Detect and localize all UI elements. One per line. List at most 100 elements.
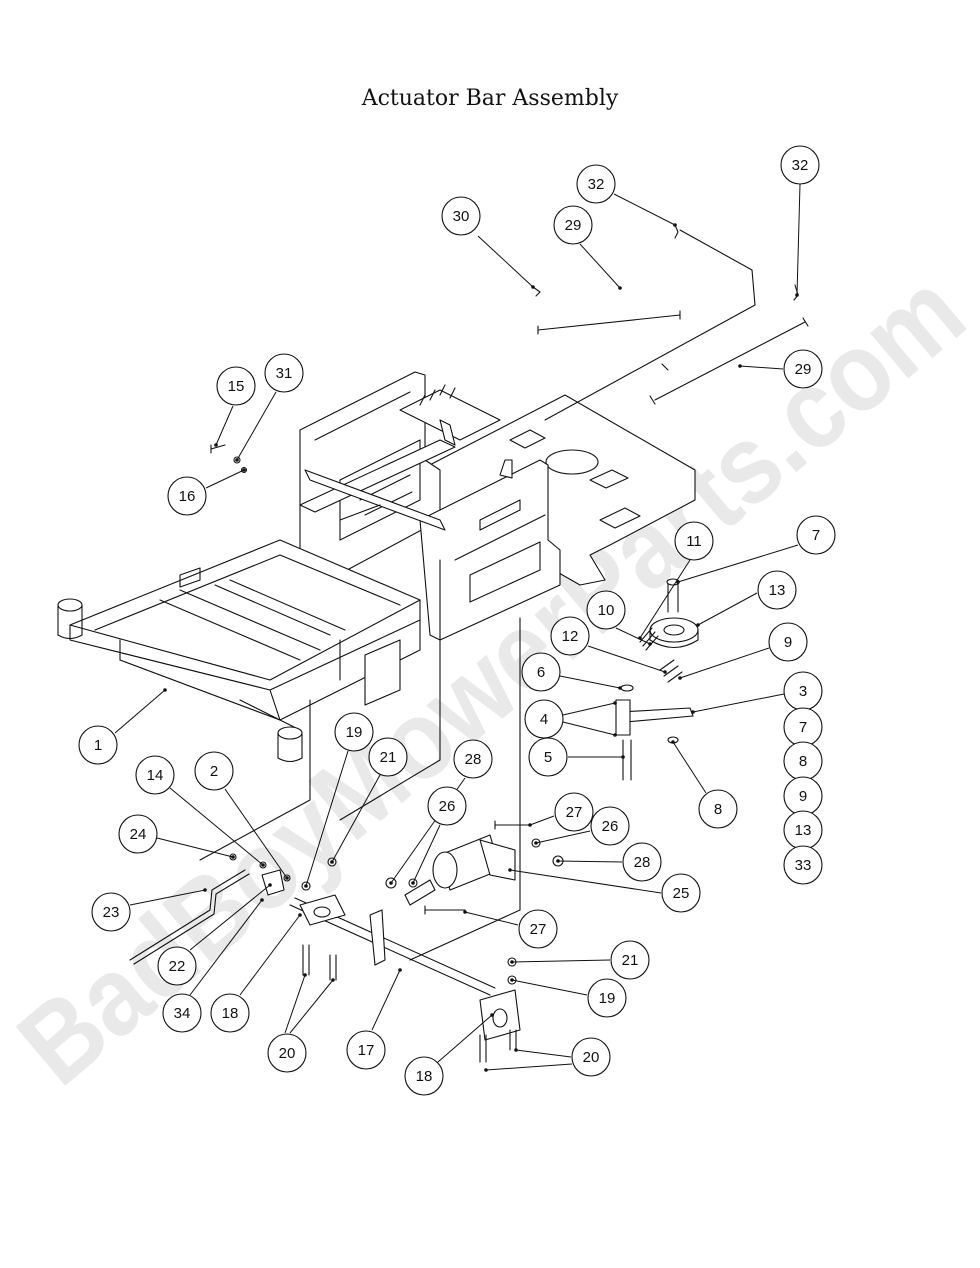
callout-c20a: 20 (267, 1033, 307, 1073)
leader-arrow-c7a (676, 580, 680, 584)
leader-arrow-c4 (613, 733, 617, 737)
callout-c29a: 29 (553, 205, 593, 245)
leader-line-c16 (205, 469, 245, 489)
callout-circle (91, 892, 131, 932)
callout-c24: 24 (118, 814, 158, 854)
diagram-title: Actuator Bar Assembly (361, 86, 619, 111)
callout-label: 18 (222, 1005, 239, 1022)
leader-arrow-c32a (673, 223, 677, 227)
leader-arrow-c18b (490, 1013, 494, 1017)
callout-label: 19 (599, 990, 616, 1007)
callout-circle (590, 806, 630, 846)
callout-c26b: 26 (590, 806, 630, 846)
callout-label: 29 (795, 361, 812, 378)
callout-label: 27 (566, 804, 583, 821)
bearing-flange-right (479, 989, 521, 1041)
leader-line-c9a (679, 647, 770, 679)
bolt-20-right-b (509, 1029, 517, 1051)
rod-lower (649, 317, 809, 405)
leader-arrow-c20a (303, 973, 307, 977)
linkage-rod (129, 869, 250, 965)
leader-line-c18a (239, 914, 301, 996)
callout-c18a: 18 (210, 993, 250, 1033)
callout-label: 11 (686, 533, 702, 550)
leader-line-c26a (412, 824, 441, 884)
callout-label: 30 (453, 208, 470, 225)
callout-c9a: 9 (768, 622, 808, 662)
callout-circle (521, 652, 561, 692)
callout-c31: 31 (264, 353, 304, 393)
callout-circle (157, 946, 197, 986)
pulley-bolt (666, 578, 680, 613)
leader-arrow-c4 (613, 701, 617, 705)
callout-circle (550, 616, 590, 656)
leader-line-c19a (305, 750, 349, 887)
callout-c28a: 28 (453, 739, 493, 779)
leader-line-c29b (739, 365, 784, 370)
callout-circle (698, 789, 738, 829)
callout-circle (453, 739, 493, 779)
callout-circle (427, 786, 467, 826)
leader-line-c1 (114, 689, 166, 734)
callout-label: 31 (276, 365, 293, 382)
leader-arrow-c31 (235, 458, 239, 462)
callout-circle (368, 737, 408, 777)
clevis-pin-27-upper (494, 820, 531, 830)
callout-circle (267, 1033, 307, 1073)
leader-arrow-c14 (261, 863, 265, 867)
leader-arrow-c19a (304, 884, 308, 888)
callout-label: 28 (465, 751, 482, 768)
callout-circle (768, 622, 808, 662)
callout-label: 25 (673, 885, 690, 902)
leader-arrow-c1 (163, 688, 167, 692)
leader-line-c31 (236, 391, 277, 461)
callout-c19b: 19 (587, 978, 627, 1018)
callout-label: 16 (179, 488, 196, 505)
leader-arrow-c21b (510, 960, 514, 964)
washer-6 (620, 684, 634, 692)
callout-c29b: 29 (783, 349, 823, 389)
callout-c6: 6 (521, 652, 561, 692)
callout-label: 9 (784, 634, 792, 651)
washer-14 (259, 861, 267, 869)
leader-line-c7a (677, 544, 799, 583)
callout-circle (757, 570, 797, 610)
callout-c25: 25 (661, 873, 701, 913)
actuator-guide-line-left (199, 699, 311, 861)
clip-30 (532, 286, 541, 297)
assembly-guide-line (544, 229, 756, 421)
leader-line-c21a (331, 774, 381, 863)
callout-c7b: 7 (783, 707, 823, 747)
control-console (399, 384, 513, 479)
leader-line-c20b (485, 1063, 573, 1071)
leader-line-c19b (511, 979, 588, 996)
electric-actuator (404, 834, 516, 906)
callout-circle (554, 792, 594, 832)
callout-c30: 30 (441, 196, 481, 236)
callout-c1: 1 (78, 725, 118, 765)
leader-line-c4 (562, 702, 616, 716)
callout-c8b: 8 (698, 789, 738, 829)
bolt-20-right-a (479, 1034, 487, 1063)
callout-c11: 11 (674, 521, 714, 561)
nut-2 (283, 874, 291, 882)
callout-label: 9 (799, 788, 807, 805)
leader-lines (114, 183, 801, 1072)
spring-12 (659, 659, 683, 683)
leader-arrow-c3 (691, 710, 695, 714)
callout-label: 28 (634, 854, 651, 871)
callout-label: 14 (147, 767, 164, 784)
leader-arrow-c34 (260, 898, 264, 902)
clip-26-left (408, 878, 418, 888)
leader-line-c14 (169, 787, 264, 866)
leader-arrow-c18a (298, 913, 302, 917)
frame-cross-bars (299, 439, 456, 531)
callout-c12: 12 (550, 616, 590, 656)
leader-line-c21b (511, 959, 611, 963)
spring-11 (639, 627, 659, 651)
callout-circle (553, 205, 593, 245)
callout-circle (622, 842, 662, 882)
callout-circle (674, 521, 714, 561)
callout-c19a: 19 (334, 712, 374, 752)
